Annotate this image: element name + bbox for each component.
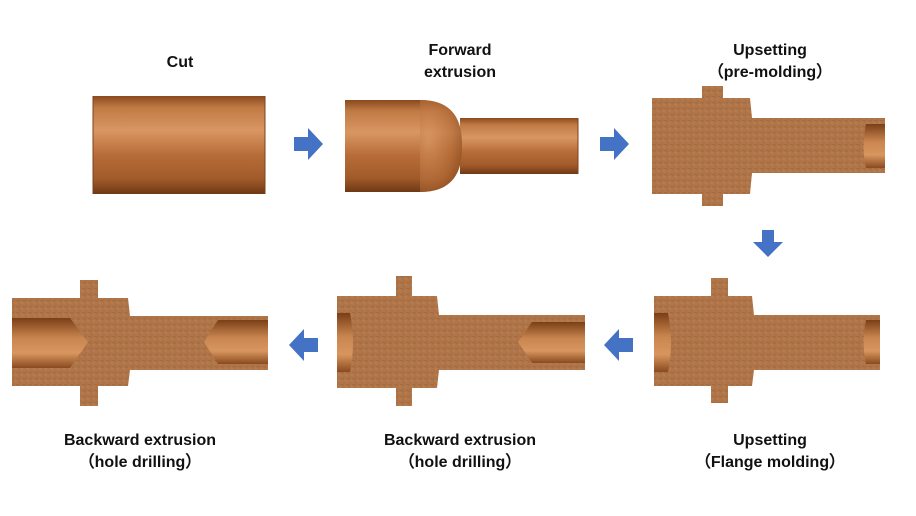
step-label-line2: （pre-molding） [707,64,833,81]
step-label-line1: Backward extrusion [383,432,537,449]
billet-upsetting-premolding [652,86,885,206]
billet-upsetting-flange [654,278,880,403]
step-label-line1: Upsetting [733,42,807,59]
arrow-right-icon [294,128,323,160]
step-label-cut: Cut [130,52,230,74]
step-label-line2: extrusion [423,64,496,81]
arrow-left-icon [289,329,318,361]
billet-cut [92,96,266,194]
arrow-right-icon [600,128,629,160]
step-label-line1: Upsetting [733,432,807,449]
arrow-down-icon [753,230,783,257]
billet-forward-extrusion [345,100,579,192]
step-label-backward-extrusion-1: Backward extrusion （hole drilling） [355,430,565,474]
step-label-upsetting-premolding: Upsetting （pre-molding） [690,40,850,84]
step-label-line2: （Flange molding） [694,454,846,471]
step-label-forward-extrusion: Forward extrusion [390,40,530,84]
arrow-left-icon [604,329,633,361]
step-label-line2: （hole drilling） [398,454,522,471]
step-label-upsetting-flange: Upsetting （Flange molding） [680,430,860,474]
billet-backward-extrusion-1 [337,276,585,406]
step-label-line2: （hole drilling） [78,454,202,471]
step-label-line1: Forward [428,42,492,59]
step-label-line1: Cut [166,54,194,71]
step-label-line1: Backward extrusion [63,432,217,449]
step-label-backward-extrusion-2: Backward extrusion （hole drilling） [35,430,245,474]
billet-backward-extrusion-2 [12,280,268,406]
